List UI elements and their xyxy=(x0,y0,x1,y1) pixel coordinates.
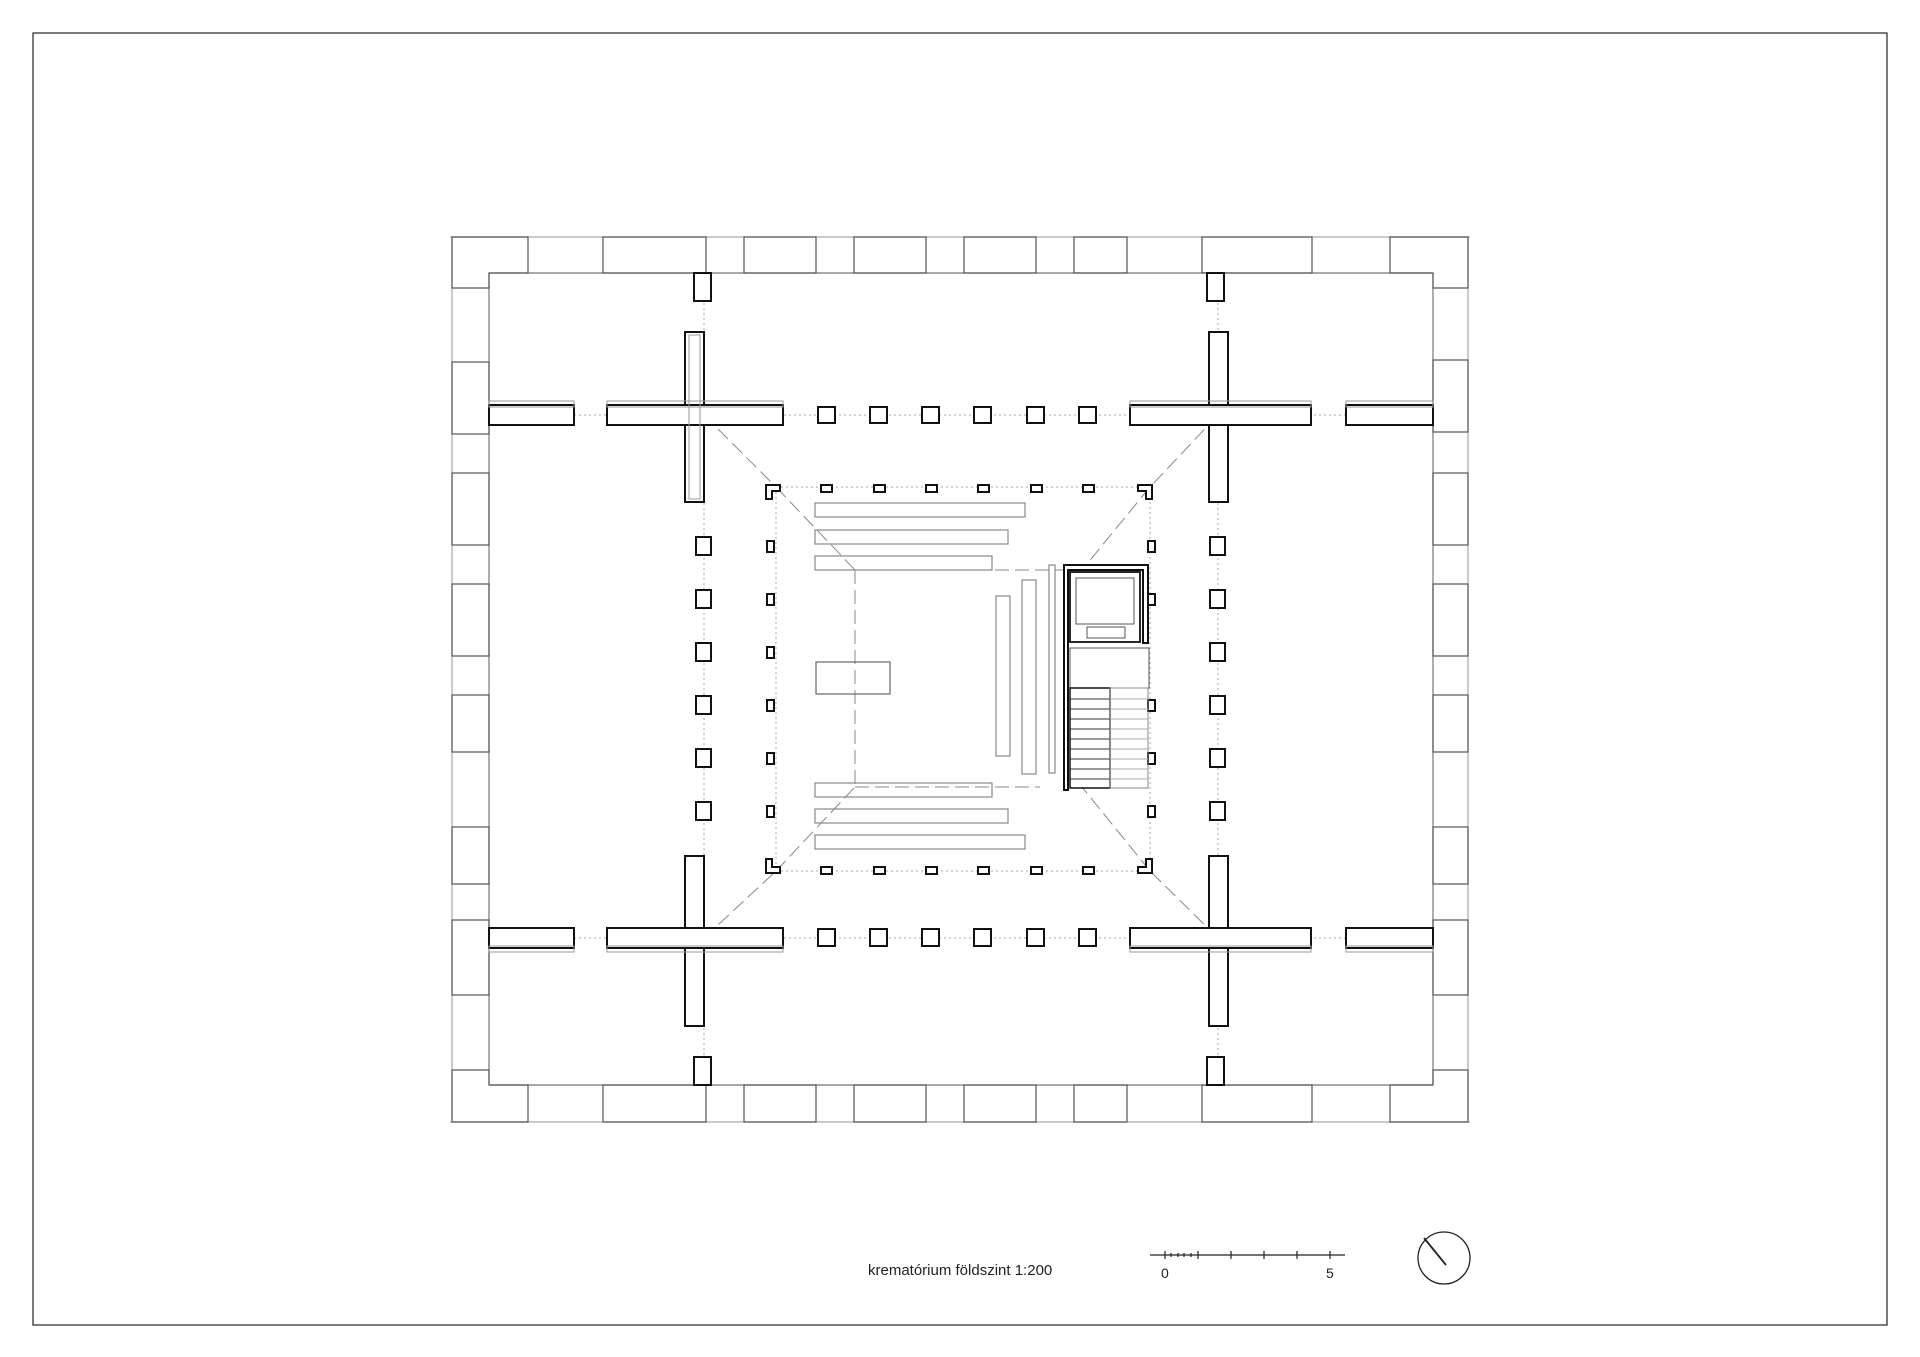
stair-treads xyxy=(1070,698,1148,780)
drawing-caption: krematórium földszint 1:200 xyxy=(868,1262,1053,1279)
columns xyxy=(695,406,1226,947)
grid-lines xyxy=(489,273,1433,1085)
roof-diagonals xyxy=(703,414,1219,939)
benches xyxy=(814,502,1056,850)
scale-end-label: 5 xyxy=(1326,1265,1334,1281)
scale-start-label: 0 xyxy=(1161,1265,1169,1281)
scale-bar xyxy=(1150,1251,1345,1259)
cross-walls xyxy=(488,272,1434,1086)
cross-wall-shadows xyxy=(488,400,1434,953)
catafalque xyxy=(815,661,891,695)
sheet-frame xyxy=(32,32,1888,1326)
inner-columns xyxy=(765,484,1156,875)
stair-core xyxy=(1063,564,1150,791)
outer-wall xyxy=(450,236,1470,1123)
north-arrow-icon xyxy=(1417,1231,1471,1285)
